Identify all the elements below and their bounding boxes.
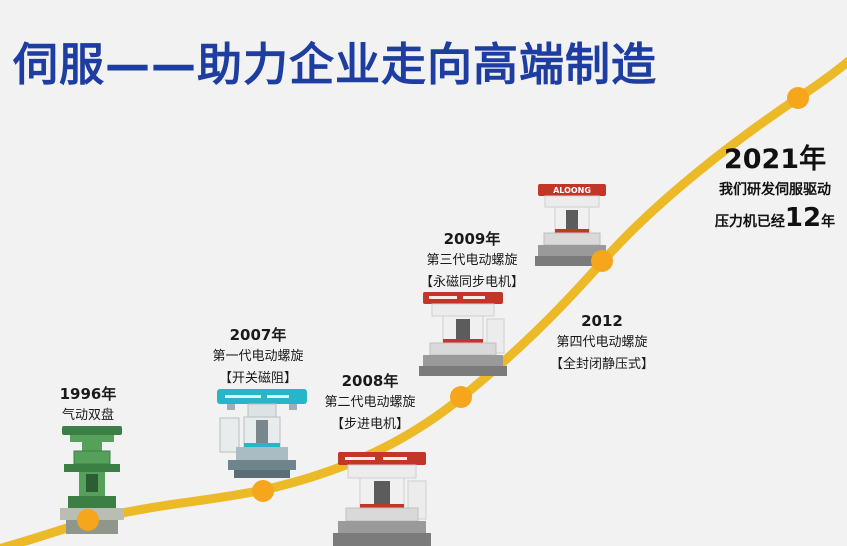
milestone-desc-2012: 第四代电动螺旋	[556, 335, 648, 350]
milestone-year-2012: 2012	[581, 312, 623, 330]
milestone-2008: 2008年 第二代电动螺旋 【步进电机】	[300, 370, 440, 436]
press-machine-2008-icon	[333, 452, 431, 546]
milestone-year-1996: 1996年	[59, 385, 117, 403]
milestone-desc-1996: 气动双盘	[61, 408, 114, 423]
milestone-desc2-2009: 【永磁同步电机】	[419, 275, 524, 290]
milestone-1996: 1996年 气动双盘	[28, 383, 148, 427]
machine-brand-label: ALOONG	[553, 186, 591, 195]
milestone-desc-2009: 第三代电动螺旋	[426, 253, 518, 268]
milestone-year-2009: 2009年	[443, 230, 501, 248]
milestone-desc-2007: 第一代电动螺旋	[212, 349, 304, 364]
line2-number: 12	[784, 203, 822, 233]
milestone-2009: 2009年 第三代电动螺旋 【永磁同步电机】	[397, 228, 547, 294]
milestone-2012: 2012 第四代电动螺旋 【全封闭静压式】	[527, 310, 677, 376]
milestone-desc-2008: 第二代电动螺旋	[324, 395, 416, 410]
milestone-desc2-2008: 【步进电机】	[330, 417, 409, 432]
milestone-desc2-2012: 【全封闭静压式】	[549, 357, 654, 372]
milestone-year-2021: 2021年	[723, 144, 827, 175]
press-machine-gen4-icon: ALOONG	[535, 184, 609, 266]
milestone-year-2008: 2008年	[341, 372, 399, 390]
press-machine-2009-icon	[419, 292, 507, 376]
milestone-2021: 2021年 我们研发伺服驱动 压力机已经12年	[690, 143, 847, 237]
milestone-year-2007: 2007年	[229, 326, 287, 344]
press-machine-1996-icon	[60, 426, 124, 534]
milestone-line1-2021: 我们研发伺服驱动	[719, 182, 831, 198]
line2-suffix: 年	[821, 214, 836, 230]
line2-prefix: 压力机已经	[714, 214, 785, 230]
milestone-2007: 2007年 第一代电动螺旋 【开关磁阻】	[188, 324, 328, 390]
page-title: 伺服——助力企业走向高端制造	[13, 38, 658, 91]
milestone-desc2-2007: 【开关磁阻】	[218, 371, 297, 386]
press-machine-2007-icon	[217, 389, 307, 478]
milestone-line2-2021: 压力机已经12年	[690, 203, 847, 237]
